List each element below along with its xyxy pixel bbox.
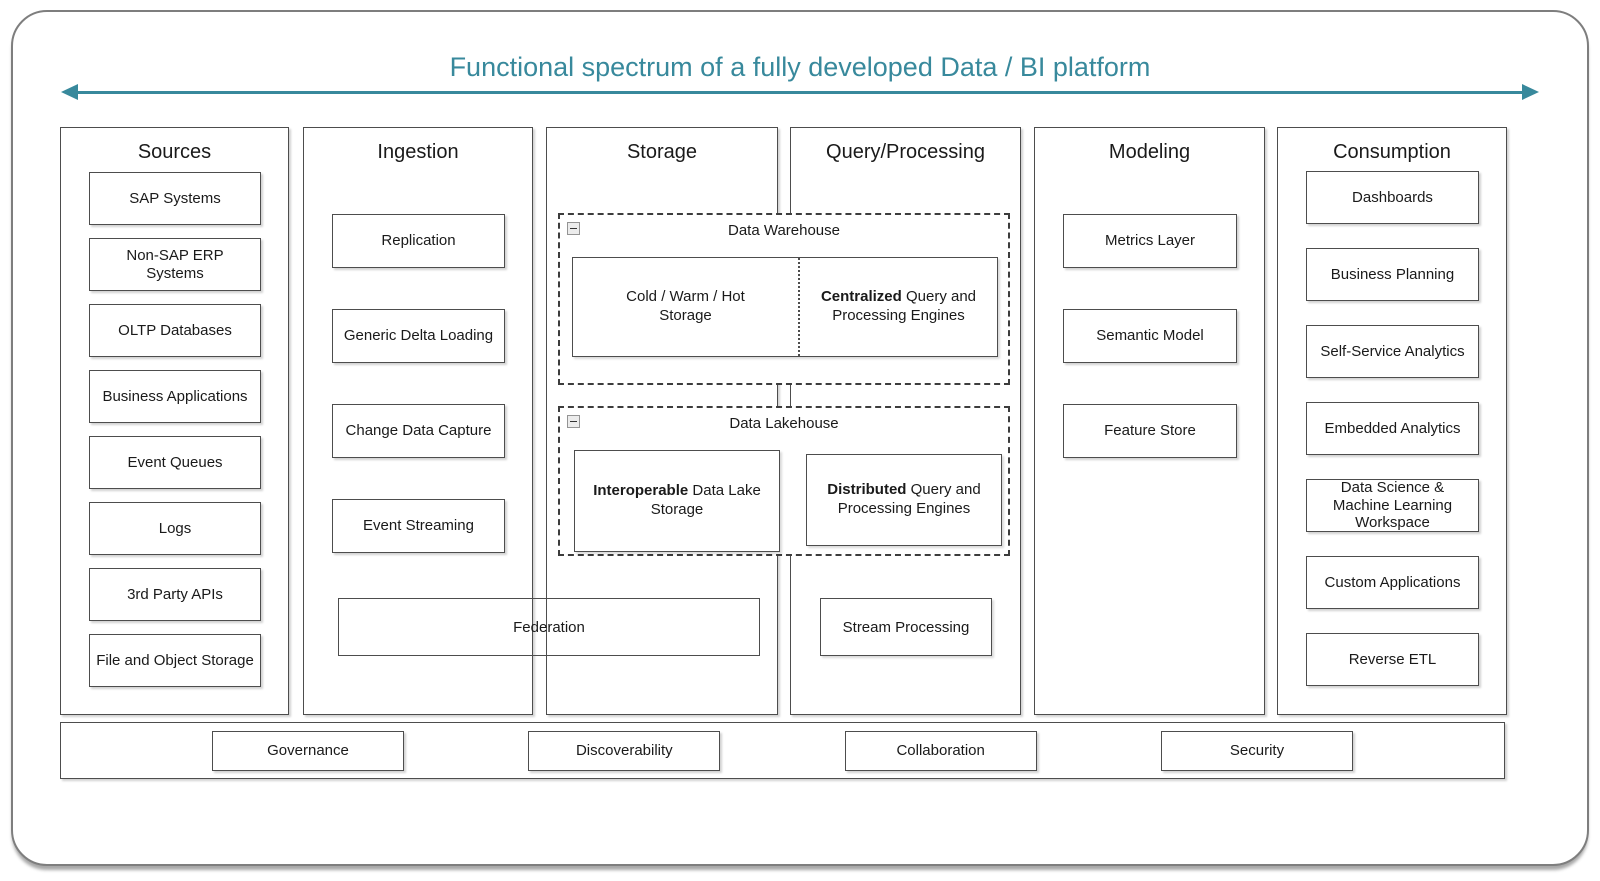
column-header-consumption: Consumption — [1333, 141, 1451, 163]
group-label-data-lakehouse: Data Lakehouse — [729, 415, 839, 432]
node-3rd-party-apis: 3rd Party APIs — [89, 568, 261, 621]
node-collaboration: Collaboration — [844, 730, 1037, 771]
collapse-minus-icon[interactable] — [567, 415, 580, 428]
node-logs: Logs — [89, 502, 261, 555]
node-semantic-model: Semantic Model — [1063, 309, 1237, 363]
minus-glyph — [570, 228, 577, 229]
column-consumption: Consumption Dashboards Business Planning… — [1277, 127, 1507, 715]
column-header-sources: Sources — [137, 141, 212, 163]
node-distributed-query-processing-engines: Distributed Query and Processing Engines — [806, 454, 1002, 546]
warehouse-inner-box: Cold / Warm / Hot Storage Centralized Qu… — [572, 257, 998, 357]
node-business-planning: Business Planning — [1306, 248, 1479, 301]
column-sources: Sources SAP Systems Non-SAP ERP Systems … — [60, 127, 289, 715]
node-change-data-capture: Change Data Capture — [332, 404, 505, 458]
node-file-object-storage: File and Object Storage — [89, 634, 261, 687]
column-header-query-processing: Query/Processing — [826, 141, 985, 163]
consumption-items: Dashboards Business Planning Self-Servic… — [1306, 171, 1479, 686]
node-event-streaming: Event Streaming — [332, 499, 505, 553]
group-label-data-warehouse: Data Warehouse — [727, 222, 840, 239]
node-custom-applications: Custom Applications — [1306, 556, 1479, 609]
node-dashboards: Dashboards — [1306, 171, 1479, 224]
node-reverse-etl: Reverse ETL — [1306, 633, 1479, 686]
column-header-modeling: Modeling — [1108, 141, 1191, 163]
node-data-science-ml-workspace: Data Science & Machine Learning Workspac… — [1306, 479, 1479, 532]
group-data-lakehouse: Data Lakehouse Interoperable Data Lake S… — [558, 406, 1010, 556]
column-ingestion: Ingestion Replication Generic Delta Load… — [303, 127, 533, 715]
node-stream-processing: Stream Processing — [820, 598, 992, 656]
node-federation: Federation — [338, 598, 760, 656]
node-interoperable-data-lake-storage: Interoperable Data Lake Storage — [574, 450, 780, 552]
column-header-ingestion: Ingestion — [377, 141, 459, 163]
node-sap-systems: SAP Systems — [89, 172, 261, 225]
column-modeling: Modeling Metrics Layer Semantic Model Fe… — [1034, 127, 1265, 715]
node-generic-delta-loading: Generic Delta Loading — [332, 309, 505, 363]
node-centralized-query-processing-engines: Centralized Query and Processing Engines — [820, 288, 977, 324]
node-metrics-layer: Metrics Layer — [1063, 214, 1237, 268]
minus-glyph — [570, 421, 577, 422]
node-business-applications: Business Applications — [89, 370, 261, 423]
platform-capabilities-bar: Governance Discoverability Collaboration… — [60, 722, 1505, 779]
group-data-warehouse: Data Warehouse Cold / Warm / Hot Storage… — [558, 213, 1010, 385]
node-self-service-analytics: Self-Service Analytics — [1306, 325, 1479, 378]
node-event-queues: Event Queues — [89, 436, 261, 489]
node-discoverability: Discoverability — [528, 730, 721, 771]
node-oltp-databases: OLTP Databases — [89, 304, 261, 357]
sources-items: SAP Systems Non-SAP ERP Systems OLTP Dat… — [89, 172, 261, 687]
node-governance: Governance — [212, 730, 404, 771]
node-security: Security — [1160, 730, 1353, 771]
node-cold-warm-hot-storage: Cold / Warm / Hot Storage — [573, 258, 800, 356]
collapse-minus-icon[interactable] — [567, 222, 580, 235]
node-feature-store: Feature Store — [1063, 404, 1237, 458]
ingestion-items: Replication Generic Delta Loading Change… — [332, 214, 505, 553]
node-replication: Replication — [332, 214, 505, 268]
double-arrow-icon — [61, 84, 1539, 100]
modeling-items: Metrics Layer Semantic Model Feature Sto… — [1063, 214, 1237, 458]
diagram-title: Functional spectrum of a fully developed… — [449, 52, 1151, 82]
column-header-storage: Storage — [626, 141, 698, 163]
node-non-sap-erp-systems: Non-SAP ERP Systems — [89, 238, 261, 291]
node-embedded-analytics: Embedded Analytics — [1306, 402, 1479, 455]
